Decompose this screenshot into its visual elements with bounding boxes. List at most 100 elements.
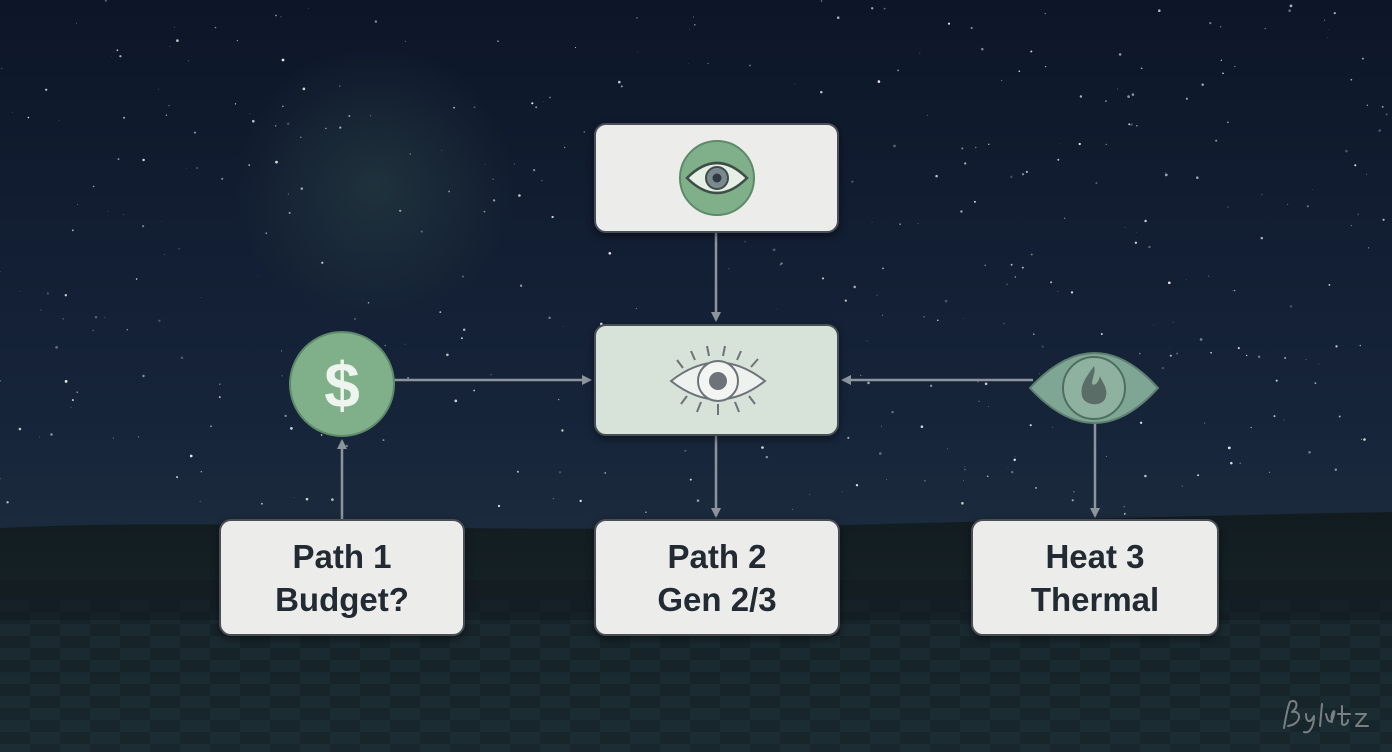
star [1014, 276, 1016, 278]
star [1210, 351, 1212, 354]
star [988, 143, 990, 145]
star [1169, 346, 1171, 348]
star [820, 0, 823, 2]
star [847, 436, 850, 439]
star [558, 398, 560, 401]
star [1010, 175, 1013, 179]
star [200, 471, 203, 473]
star [236, 40, 238, 42]
star [178, 247, 180, 250]
center-hub-node[interactable] [594, 324, 839, 436]
star [897, 69, 899, 72]
star [974, 146, 977, 149]
heat3-node[interactable]: Heat 3 Thermal [971, 519, 1219, 636]
star [780, 262, 783, 265]
star [497, 40, 499, 42]
star [1030, 50, 1033, 53]
star [176, 39, 179, 42]
eye-icon [679, 140, 755, 216]
star [189, 454, 193, 458]
star [1222, 72, 1224, 75]
star [404, 40, 406, 43]
star [92, 185, 95, 188]
star [1220, 59, 1222, 61]
star [687, 63, 689, 64]
star [779, 263, 782, 266]
star [883, 7, 886, 10]
star [618, 80, 621, 84]
star [462, 328, 466, 331]
star [794, 83, 796, 85]
star [551, 215, 554, 219]
star [1001, 79, 1003, 81]
star [693, 23, 696, 26]
star [123, 213, 125, 215]
star [620, 85, 623, 88]
star [12, 111, 13, 113]
star [1153, 324, 1155, 326]
star [877, 80, 881, 83]
star [1260, 236, 1264, 240]
star [1196, 176, 1199, 179]
star [820, 90, 823, 94]
star [964, 162, 967, 165]
star [696, 499, 700, 502]
star [973, 200, 976, 203]
star [1368, 247, 1370, 249]
star [532, 168, 536, 172]
star [548, 316, 551, 320]
star [1378, 129, 1381, 132]
star [1357, 213, 1360, 216]
star [19, 290, 21, 292]
star [866, 340, 868, 342]
star [981, 47, 984, 51]
star [1124, 227, 1126, 229]
star [542, 101, 544, 103]
star [1140, 67, 1143, 70]
star [1306, 205, 1309, 208]
star [776, 308, 777, 310]
star [1007, 466, 1009, 468]
star [1381, 105, 1384, 108]
star [947, 448, 949, 450]
star [855, 483, 859, 487]
star [275, 14, 277, 17]
star [518, 194, 521, 197]
star [281, 375, 283, 377]
star [1197, 474, 1200, 477]
star [792, 509, 793, 510]
star [1239, 462, 1241, 464]
star [293, 496, 295, 498]
heat-node [1028, 352, 1160, 424]
star [196, 167, 198, 169]
star [331, 498, 334, 501]
top-sensor-node[interactable] [594, 123, 839, 233]
star [886, 479, 887, 480]
star [1230, 461, 1233, 465]
path1-node[interactable]: Path 1 Budget? [219, 519, 465, 636]
star [1354, 164, 1357, 167]
star [1314, 382, 1317, 385]
star [71, 229, 74, 232]
star [744, 240, 747, 243]
star [929, 384, 933, 388]
star [836, 16, 840, 19]
path2-node[interactable]: Path 2 Gen 2/3 [594, 519, 840, 636]
star [1169, 354, 1172, 357]
star [562, 326, 564, 328]
star [1338, 415, 1341, 418]
star [92, 329, 94, 332]
star [1057, 158, 1060, 161]
star [169, 46, 171, 47]
star [1250, 426, 1252, 429]
star [944, 299, 948, 303]
star [1, 67, 3, 70]
star [1260, 193, 1263, 196]
star [76, 203, 78, 205]
star [454, 399, 458, 403]
star [1136, 125, 1138, 127]
star [176, 476, 179, 479]
star [1131, 93, 1135, 96]
star [382, 439, 385, 442]
star [961, 502, 964, 505]
